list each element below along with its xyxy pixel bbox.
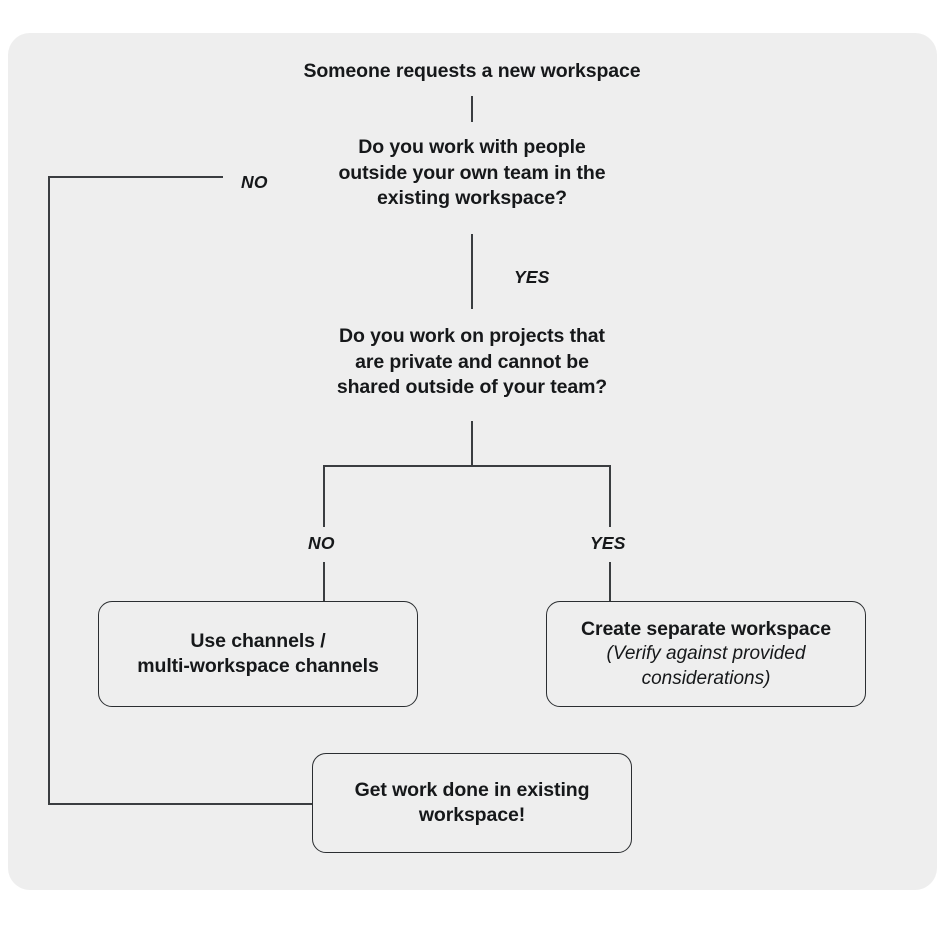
connector-question-2-yes-drop (609, 465, 611, 527)
edge-label-question-2-yes: YES (590, 533, 626, 553)
outcome-box-existing-workspace[interactable]: Get work done in existing workspace! (312, 753, 632, 853)
outcome-separate-title: Create separate workspace (580, 617, 832, 640)
outcome-channels-text: Use channels / multi-workspace channels (137, 629, 379, 677)
connector-question-1-no-left (48, 176, 50, 804)
outcome-box-create-separate-workspace[interactable]: Create separate workspace (Verify agains… (546, 601, 866, 707)
outcome-separate-note: (Verify against provided considerations) (606, 642, 806, 689)
outcome-box-use-channels[interactable]: Use channels / multi-workspace channels (98, 601, 418, 707)
connector-question-1-no-bottom (48, 803, 313, 805)
outcome-existing-text: Get work done in existing workspace! (354, 778, 590, 826)
connector-question-2-stem (471, 421, 473, 466)
connector-start-to-question-1 (471, 96, 473, 122)
connector-to-separate-box (609, 562, 611, 602)
connector-question-2-fork-bar (323, 465, 611, 467)
question-1-label: Do you work with people outside your own… (338, 136, 606, 210)
connector-question-1-no-top (48, 176, 223, 178)
edge-label-question-1-yes: YES (514, 267, 550, 287)
connector-question-1-yes (471, 234, 473, 309)
edge-label-question-1-no: NO (241, 172, 268, 192)
connector-to-channels-box (323, 562, 325, 602)
start-node-label: Someone requests a new workspace (303, 60, 641, 82)
edge-label-question-2-no: NO (308, 533, 335, 553)
connector-question-2-no-drop (323, 465, 325, 527)
question-2-label: Do you work on projects that are private… (336, 325, 608, 399)
